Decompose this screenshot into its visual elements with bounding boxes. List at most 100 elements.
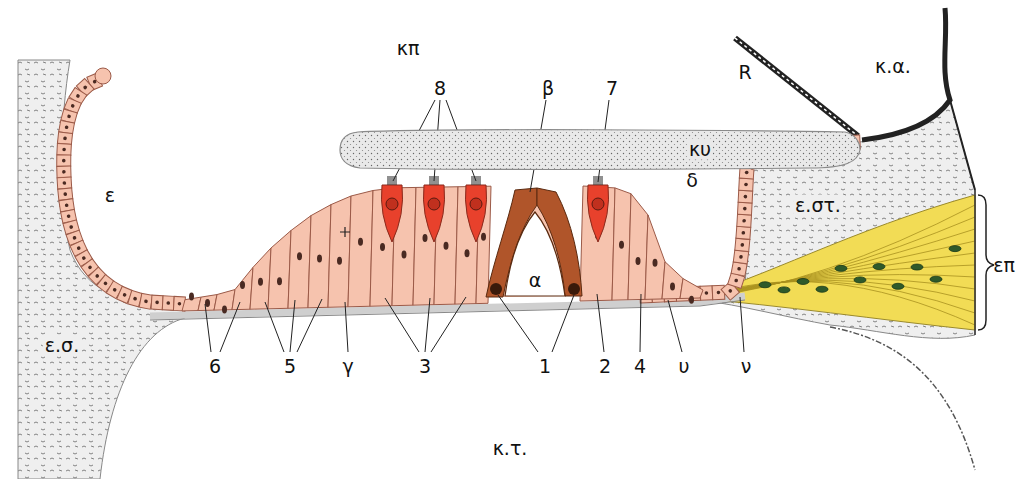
guide-path (64, 80, 185, 304)
part-label: υ (677, 356, 692, 377)
epithelial-cell (738, 202, 753, 215)
leader-line (385, 297, 466, 352)
epithelial-cell (139, 293, 153, 309)
cell-nucleus (122, 292, 127, 297)
stereocilia (594, 176, 595, 185)
ganglion-nucleus (778, 287, 790, 293)
leader-line (345, 302, 348, 352)
hair-cell-nucleus (592, 198, 604, 210)
cell-nucleus (65, 125, 69, 129)
reissner-membrane (735, 38, 858, 136)
ganglion-nucleus (892, 283, 904, 289)
cell-nucleus (297, 252, 302, 260)
part-label: R (736, 62, 753, 83)
hair-cell (465, 185, 486, 242)
supporting-cell (680, 279, 703, 299)
tectorial-membrane-outline (340, 128, 860, 170)
stereocilia (390, 176, 391, 185)
supporting-cell (250, 248, 271, 309)
cell-nucleus (402, 251, 407, 259)
epithelial-cell (57, 155, 71, 166)
cell-nucleus (144, 299, 148, 303)
spiral-ligament (18, 60, 185, 479)
epithelial-cell (57, 166, 71, 178)
cell-nucleus (743, 207, 747, 211)
epithelial-cell (57, 144, 72, 156)
cell-nucleus (465, 249, 470, 257)
cell-nucleus (178, 302, 182, 306)
epithelium-tip (95, 68, 111, 84)
cell-nucleus (636, 257, 641, 265)
organ-cells (182, 186, 703, 313)
epithelial-cell (57, 166, 71, 178)
epithelial-cell (738, 202, 753, 215)
cell-nucleus (63, 136, 67, 140)
cell-nucleus (744, 183, 748, 187)
stereocilia (480, 176, 481, 185)
nerve-fibre (700, 217, 975, 298)
vestibular-wall (862, 8, 950, 140)
pillar-nucleus (568, 283, 580, 295)
hair-cell-nucleus (386, 198, 398, 210)
hair-cell (381, 185, 402, 242)
cell-nucleus (689, 296, 694, 304)
leader-line (205, 302, 240, 352)
stereocilia (596, 176, 597, 185)
cell-nucleus (277, 277, 282, 285)
callout-number: 5 (282, 356, 298, 377)
cell-nucleus (103, 281, 108, 286)
cell-nucleus (240, 281, 245, 289)
ganglion-nucleus (854, 277, 866, 283)
part-label: γ (340, 356, 355, 377)
epithelial-cell (733, 250, 748, 264)
leader-line (265, 299, 322, 352)
cell-nucleus (67, 114, 71, 118)
supporting-cell (328, 196, 351, 307)
epithelial-cell (57, 132, 72, 145)
epithelial-cell (57, 177, 72, 189)
cell-nucleus (717, 291, 721, 295)
part-label: β (540, 78, 556, 99)
epithelial-cell (739, 178, 754, 191)
cell-nucleus (741, 231, 745, 235)
plus-mark (340, 227, 350, 237)
part-label: ε.στ. (793, 195, 843, 216)
stereocilia (436, 176, 437, 185)
stereocilia (392, 176, 393, 185)
cell-nucleus (358, 238, 363, 246)
cell-nucleus (189, 292, 194, 300)
leader-line (498, 295, 574, 352)
cell-nucleus (745, 171, 749, 175)
stereocilia (602, 176, 603, 185)
part-label: δ (684, 170, 700, 191)
stereocilia (472, 176, 473, 185)
cell-nucleus (317, 254, 322, 262)
part-label: ν (739, 356, 754, 377)
stereocilia (438, 176, 439, 185)
cell-nucleus (734, 278, 739, 283)
leader-line (640, 294, 641, 352)
epithelial-cell (151, 295, 163, 310)
hair-cell-nucleus (470, 198, 482, 210)
supporting-cell (268, 231, 291, 309)
cell-nucleus (87, 265, 92, 270)
epithelial-cell (737, 214, 752, 227)
stereocilia (600, 176, 601, 185)
epithelial-cell (739, 178, 754, 191)
ganglion-nucleus (873, 264, 885, 270)
cell-nucleus (619, 241, 624, 249)
cell-nucleus (83, 85, 88, 90)
cell-nucleus (155, 301, 159, 305)
cell-nucleus (95, 273, 100, 278)
epithelial-cell (738, 190, 753, 203)
cell-nucleus (62, 148, 66, 152)
supporting-cell (232, 267, 253, 309)
callout-number: 2 (597, 356, 613, 377)
epithelial-cell (735, 238, 750, 251)
cell-nucleus (63, 192, 67, 196)
cell-nucleus (222, 305, 227, 313)
hair-cells (381, 176, 608, 242)
epithelial-cell (57, 132, 72, 145)
